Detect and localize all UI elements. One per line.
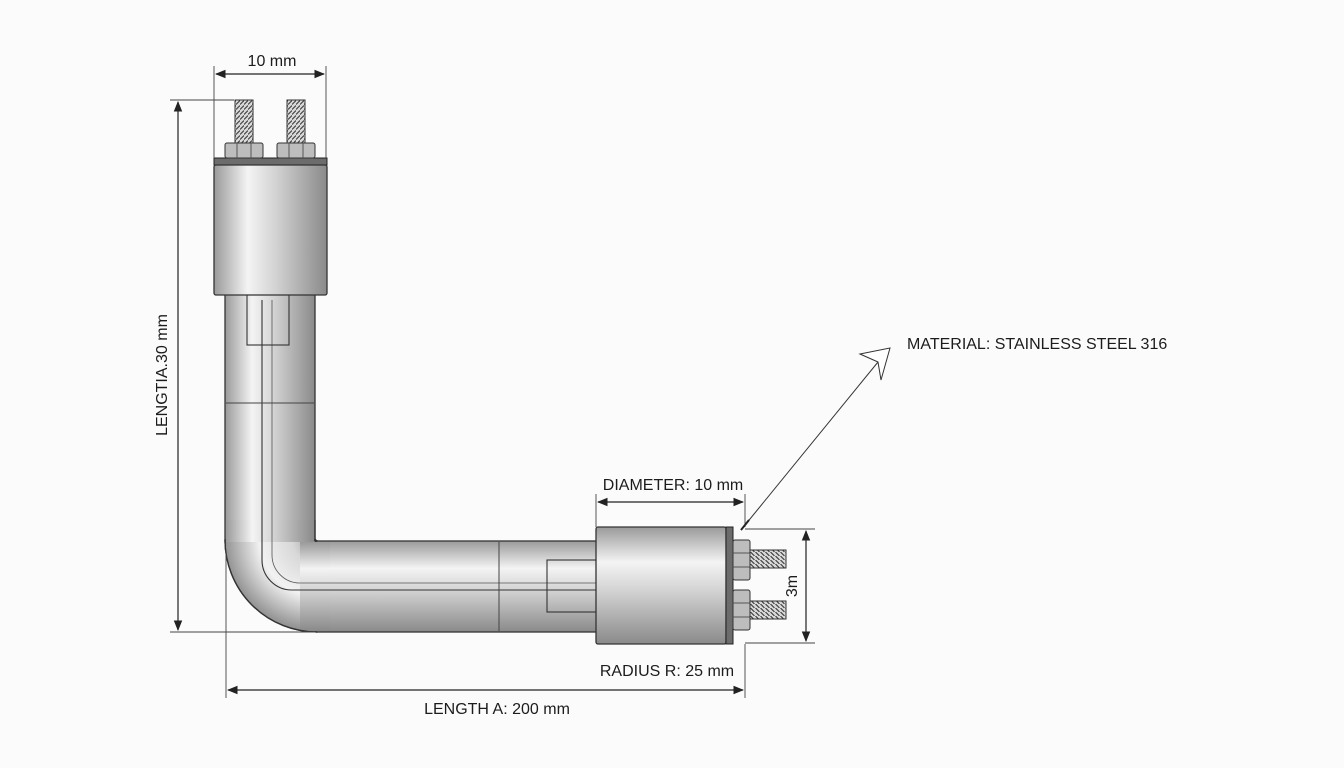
- terminal-stud-right: [276, 99, 316, 159]
- label-radius: RADIUS R: 25 mm: [600, 663, 734, 680]
- label-vertical-length: LENGTIA.30 mm: [154, 314, 171, 436]
- label-diameter: DIAMETER: 10 mm: [603, 477, 743, 494]
- pipe-body: [224, 292, 600, 633]
- label-top-width: 10 mm: [248, 53, 297, 70]
- vertical-tube: [224, 292, 316, 544]
- label-length-a: LENGTH A: 200 mm: [424, 701, 570, 718]
- label-side-height: 3m: [784, 575, 801, 597]
- side-fitting: [595, 526, 787, 645]
- core-line: [261, 300, 598, 591]
- dimension-top-width: [213, 66, 327, 158]
- dimension-vertical-length: [170, 99, 316, 633]
- horizontal-tube: [315, 540, 600, 633]
- dimension-length-a: [225, 550, 746, 698]
- core-line-2: [271, 300, 598, 584]
- top-fitting: [213, 99, 328, 296]
- dimension-side-height: [745, 528, 815, 644]
- dimension-diameter: [595, 494, 746, 527]
- terminal-stud-upper: [732, 539, 787, 581]
- terminal-stud-lower: [732, 589, 787, 631]
- label-material: MATERIAL: STAINLESS STEEL 316: [907, 336, 1167, 353]
- material-leader: [740, 347, 891, 531]
- top-cylinder: [213, 164, 328, 296]
- side-cylinder: [595, 526, 727, 645]
- terminal-stud-left: [224, 99, 264, 159]
